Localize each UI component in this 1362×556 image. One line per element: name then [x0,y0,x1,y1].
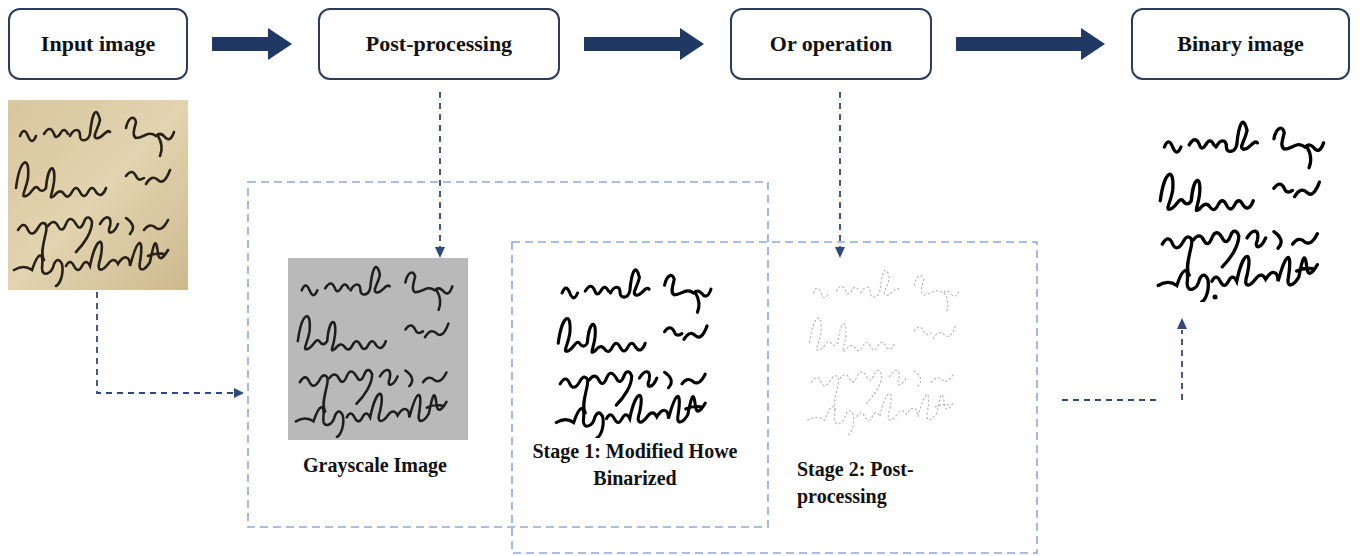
dashed-region [512,242,1037,553]
arrow-head [835,247,845,258]
image-stage: Stage 2: Post-processing [795,258,980,514]
dashed-line [439,92,441,248]
handwriting [808,270,960,435]
arrow-body [212,28,292,60]
box-title: Or operation [770,31,892,57]
stage-image [800,258,975,442]
block-arrow [584,28,704,60]
process-box: Or operation [730,8,932,80]
dashed-leader [1062,330,1182,400]
block-arrow [956,28,1105,60]
arrow-body [956,28,1105,60]
dashed-arrow [435,92,445,258]
dashed-leader [97,292,234,393]
noise-dot [1213,295,1218,300]
dashed-arrow [835,92,845,258]
input-photo [8,100,188,290]
box-title: Post-processing [366,31,512,57]
handwriting [14,112,174,286]
binary-handwriting [1158,122,1323,302]
stage-image [288,258,468,440]
image-stage: Grayscale Image [275,258,475,480]
handwriting [556,270,711,438]
image-stage: Stage 1: Modified Howe Binarized [525,262,750,492]
image-ground [800,258,975,442]
stage-caption: Grayscale Image [275,452,475,479]
box-title: Binary image [1177,31,1304,57]
block-arrow [212,28,292,60]
arrow-head [234,388,244,398]
image-ground [530,262,745,440]
stage-caption: Stage 1: Modified Howe Binarized [525,438,745,492]
image-ground [288,258,468,440]
process-box: Binary image [1131,8,1350,80]
handwriting [296,267,452,437]
arrow-head [1177,318,1187,329]
process-box: Input image [8,8,188,80]
arrow-body [584,28,704,60]
process-box: Post-processing [318,8,560,80]
box-title: Input image [41,31,155,57]
dashed-region [248,182,768,527]
stage-image [530,262,745,440]
arrow-head [435,247,445,258]
dashed-line [839,92,841,248]
stage-caption: Stage 2: Post-processing [797,456,957,510]
